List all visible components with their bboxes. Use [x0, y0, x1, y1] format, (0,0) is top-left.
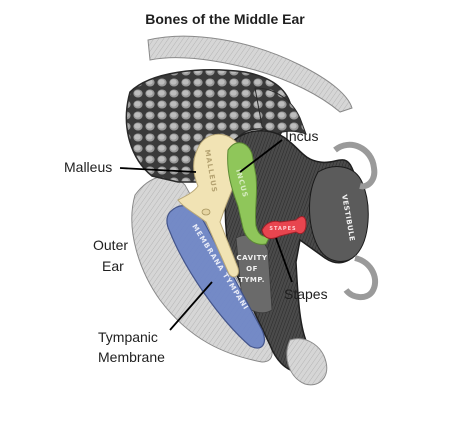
stapes-label: Stapes: [284, 286, 328, 302]
incus-bone: [227, 142, 271, 245]
vestibule-region: [309, 166, 369, 262]
stapes-pointer: [275, 237, 293, 283]
stapes-inset-label: STAPES: [269, 226, 296, 232]
incus-pointer: [239, 139, 283, 173]
diagram-title: Bones of the Middle Ear: [145, 11, 305, 27]
incus-label: Incus: [285, 128, 318, 144]
outer-ear-label-line1: Outer: [93, 237, 128, 253]
malleus-label: Malleus: [64, 159, 112, 175]
tympanic-pointer: [169, 281, 213, 331]
lower-bone-fragment: [286, 338, 328, 386]
inner-ear-canal: [333, 141, 378, 190]
inner-ear-canal-lower: [343, 255, 379, 300]
cavity-inset-line2: OF: [246, 265, 258, 273]
malleus-pointer: [119, 167, 197, 173]
cavity-inset-line1: CAVITY: [237, 254, 268, 262]
malleus-process: [201, 208, 211, 216]
outer-ear-label-line2: Ear: [102, 258, 124, 274]
tympanic-label-line1: Tympanic: [98, 329, 158, 345]
malleus-bone: [177, 133, 242, 278]
tympanic-label-line2: Membrane: [98, 349, 165, 365]
stapes-bone: [261, 216, 307, 239]
cavity-inset-line3: TYMP.: [239, 276, 265, 284]
upper-bone-band: [147, 35, 353, 113]
